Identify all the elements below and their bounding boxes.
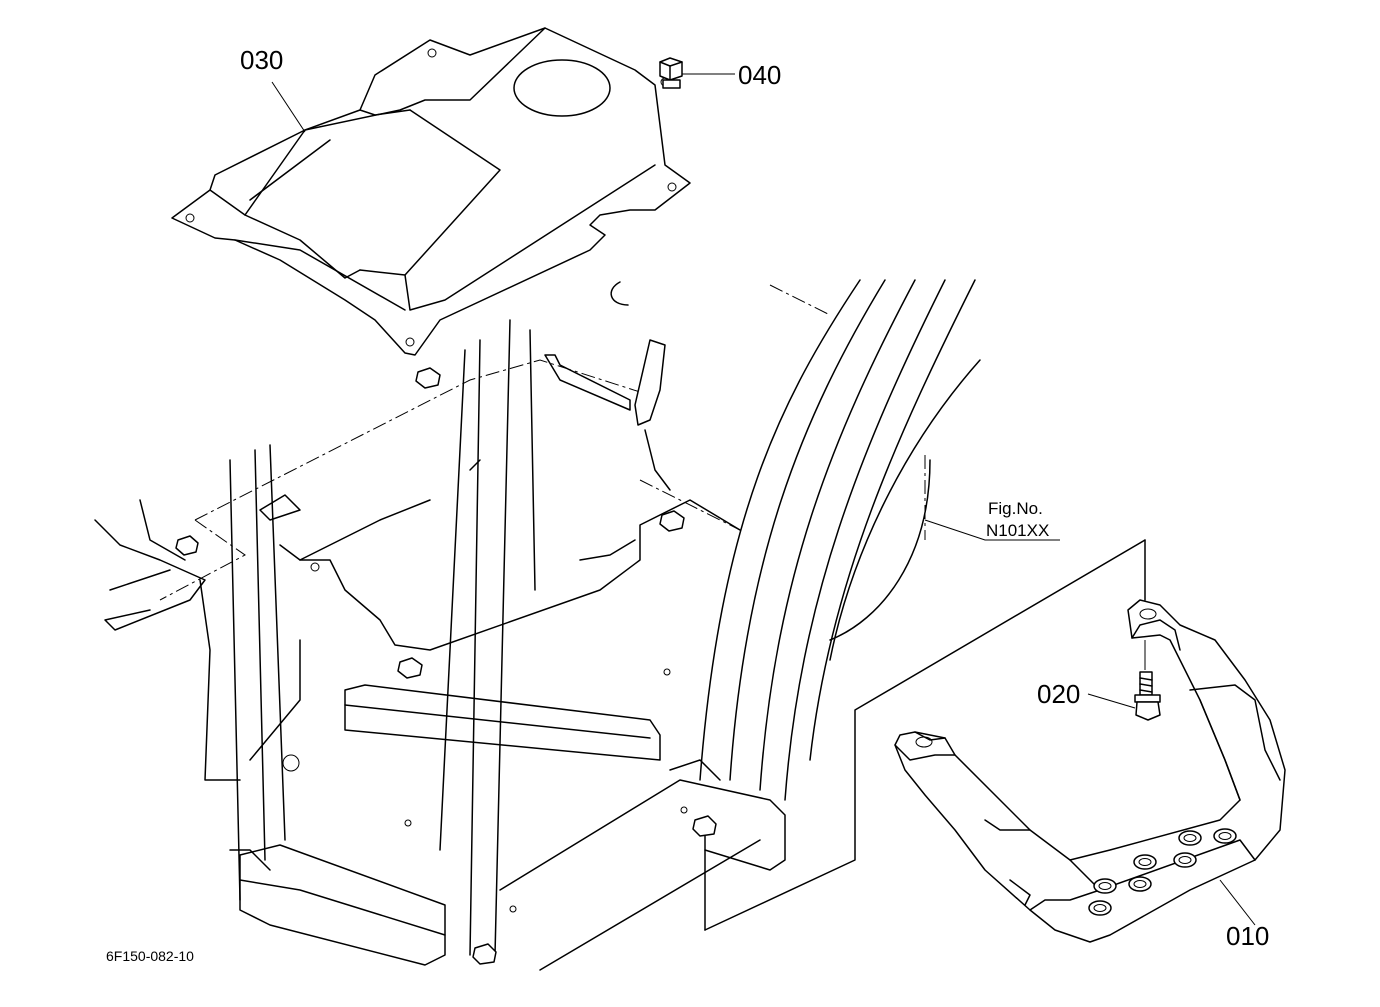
fig-label: Fig.No.	[988, 499, 1043, 518]
part-010-step	[894, 599, 1286, 943]
drawing-code: 6F150-082-10	[106, 948, 194, 964]
part-040-bolt	[659, 57, 683, 89]
leader-lines	[271, 73, 1256, 926]
fig-number: N101XX	[986, 521, 1049, 540]
callout-040: 040	[738, 60, 781, 90]
step-holes	[1088, 828, 1237, 916]
part-030-cover	[171, 27, 691, 356]
part-020-bolt	[1134, 640, 1161, 721]
callout-020: 020	[1037, 679, 1080, 709]
callout-010: 010	[1226, 921, 1269, 951]
frame-nut	[175, 367, 717, 965]
callout-030: 030	[240, 45, 283, 75]
frame-outline	[94, 279, 1146, 971]
